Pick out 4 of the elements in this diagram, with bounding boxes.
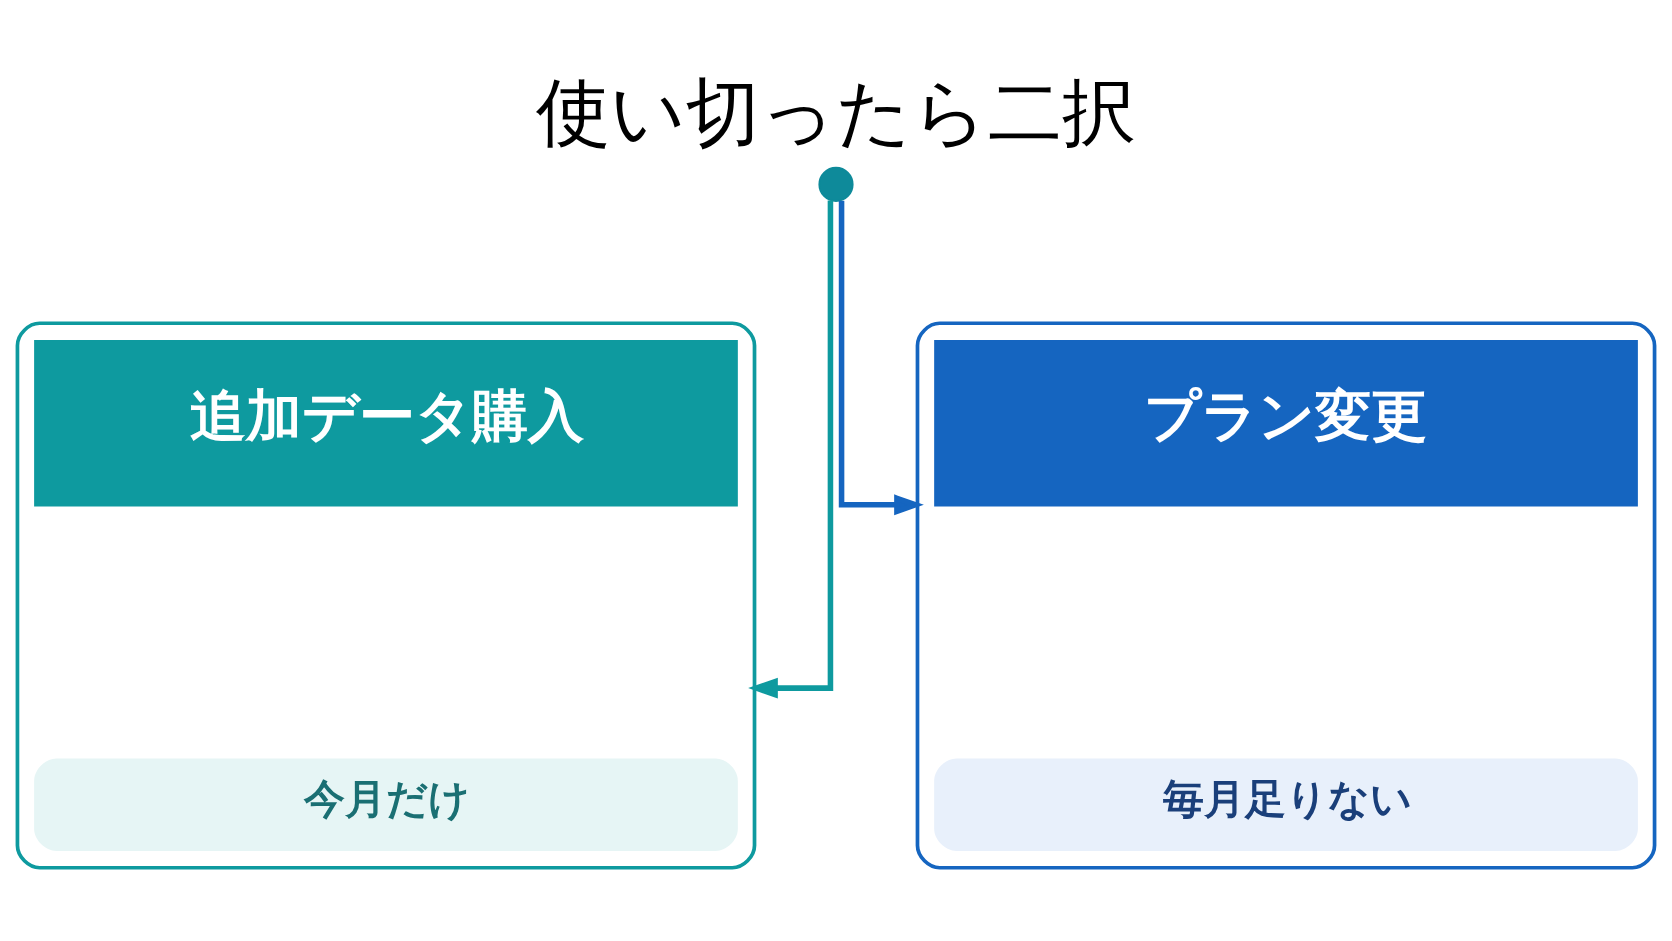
- arrow: [748, 200, 834, 699]
- arrow: [838, 200, 924, 516]
- node-circle: [818, 166, 854, 202]
- diagram-title: 使い切ったら二択: [536, 69, 1136, 156]
